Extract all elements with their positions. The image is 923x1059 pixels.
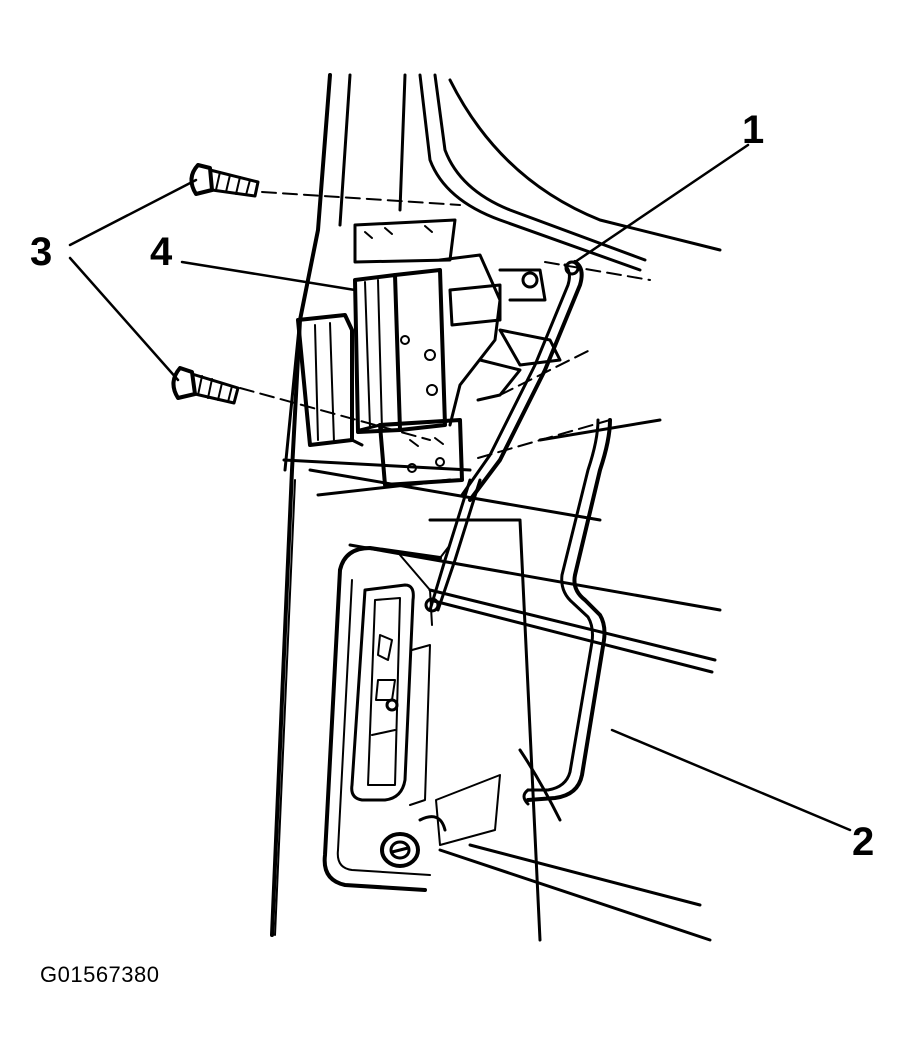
leader-lines — [70, 145, 850, 830]
handle-recess — [325, 520, 710, 940]
lock-cylinder — [382, 817, 445, 866]
door-frame — [272, 75, 720, 935]
screw-upper — [191, 165, 258, 196]
outside-handle-rod — [524, 420, 610, 804]
inside-handle-rod — [426, 480, 480, 611]
latch-rod — [462, 262, 582, 500]
callout-1: 1 — [742, 108, 765, 152]
callout-2: 2 — [852, 820, 875, 864]
mounting-bracket — [298, 315, 362, 445]
callout-4: 4 — [150, 230, 173, 274]
screw-lower — [173, 368, 238, 403]
latch-assembly — [355, 220, 560, 485]
alignment-lines — [240, 192, 650, 458]
callout-3: 3 — [30, 230, 53, 274]
figure-id: G01567380 — [40, 962, 160, 987]
